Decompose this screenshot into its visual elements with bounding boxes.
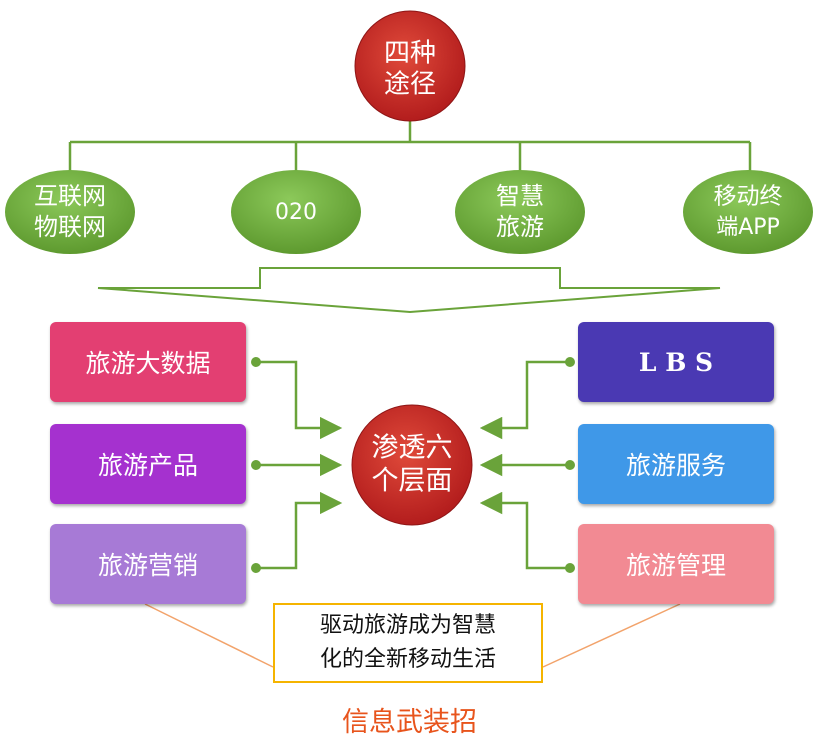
converge-arrow bbox=[97, 267, 721, 314]
path-4-line1: 移动终 bbox=[714, 184, 783, 210]
caption-line2: 化的全新移动生活 bbox=[319, 647, 496, 672]
path-1-line1: 互联网 bbox=[34, 182, 106, 210]
top-circle-line1: 四种 bbox=[384, 39, 436, 69]
left-connectors bbox=[256, 360, 343, 570]
caption-box: 驱动旅游成为智慧 化的全新移动生活 bbox=[273, 603, 543, 683]
layer-box-label: 旅游管理 bbox=[625, 551, 726, 580]
path-4-line2: 端APP bbox=[716, 215, 780, 240]
layer-box-label: L B S bbox=[638, 347, 714, 377]
right-connector-dots bbox=[565, 357, 575, 573]
left-connector-dots bbox=[251, 357, 261, 573]
path-3-line2: 旅游 bbox=[496, 213, 544, 241]
tree-connector bbox=[68, 118, 752, 172]
layer-box-lbs: L B S bbox=[578, 322, 774, 402]
layer-box-travel-products: 旅游产品 bbox=[50, 424, 246, 504]
right-connectors bbox=[479, 360, 570, 570]
top-circle-line2: 途径 bbox=[384, 70, 436, 100]
top-circle: 四种 途径 bbox=[354, 10, 466, 122]
layer-box-travel-big-data: 旅游大数据 bbox=[50, 322, 246, 402]
path-ellipse-1: 互联网 物联网 bbox=[5, 170, 135, 254]
layer-box-travel-services: 旅游服务 bbox=[578, 424, 774, 504]
caption-lines bbox=[144, 603, 681, 668]
layer-box-travel-management: 旅游管理 bbox=[578, 524, 774, 604]
center-circle-line1: 渗透六 bbox=[372, 433, 453, 464]
caption-line1: 驱动旅游成为智慧 bbox=[319, 613, 496, 638]
layer-box-label: 旅游产品 bbox=[97, 451, 198, 480]
center-circle: 渗透六 个层面 bbox=[351, 404, 473, 526]
path-ellipse-3: 智慧 旅游 bbox=[455, 170, 585, 254]
footer-title: 信息武装招 bbox=[342, 707, 477, 738]
layer-box-travel-marketing: 旅游营销 bbox=[50, 524, 246, 604]
path-ellipse-4: 移动终 端APP bbox=[683, 170, 813, 254]
center-circle-line2: 个层面 bbox=[372, 466, 453, 497]
layer-box-label: 旅游服务 bbox=[625, 451, 726, 480]
path-2-line1: 020 bbox=[275, 200, 317, 225]
path-ellipse-2: 020 bbox=[231, 170, 361, 254]
layer-box-label: 旅游大数据 bbox=[85, 349, 211, 378]
path-1-line2: 物联网 bbox=[34, 213, 106, 241]
path-3-line1: 智慧 bbox=[496, 182, 544, 210]
layer-box-label: 旅游营销 bbox=[97, 551, 198, 580]
